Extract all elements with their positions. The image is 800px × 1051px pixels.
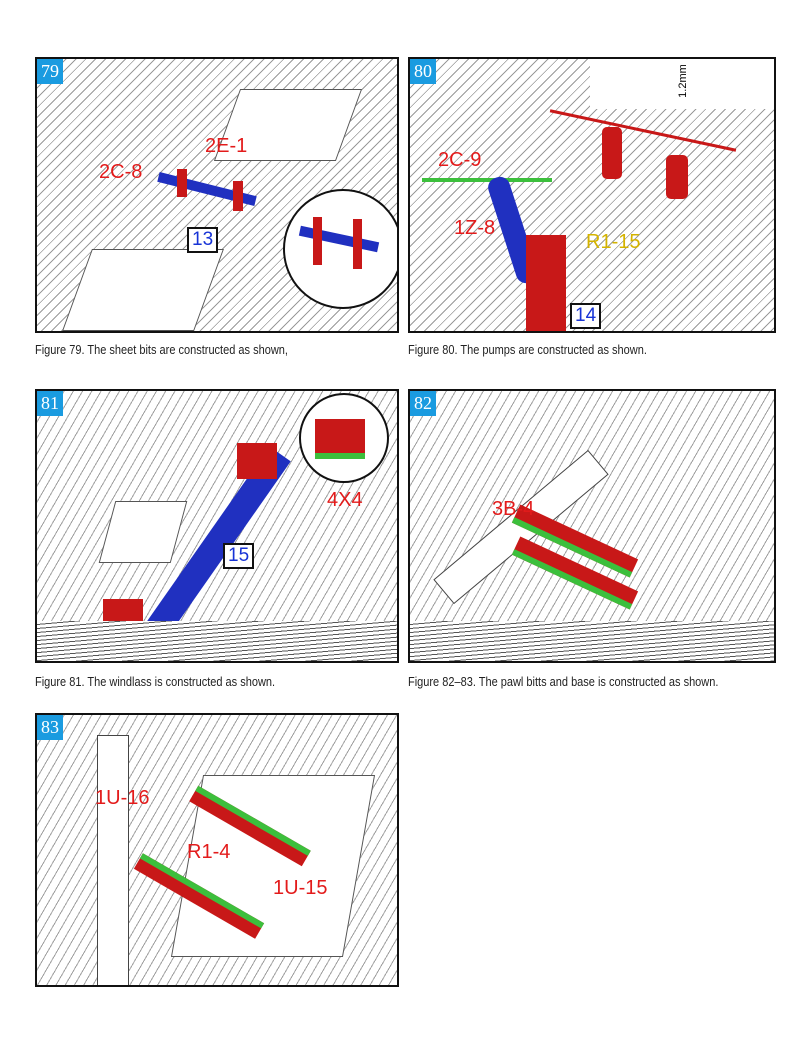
sheet-bit	[353, 219, 362, 269]
figure-80: 80 1.2mm 2C-9 1Z-8 R1-15 14	[408, 57, 776, 333]
dimension-label: 1.2mm	[676, 64, 689, 98]
part-number-box: 15	[223, 543, 255, 569]
figure-caption: Figure 80. The pumps are constructed as …	[408, 343, 647, 357]
pump-tube	[526, 235, 566, 331]
sheet-bit	[313, 217, 322, 265]
beam	[97, 735, 129, 985]
part-label: 2C-9	[438, 149, 482, 171]
part-label: 2C-8	[99, 161, 143, 183]
part-label: 2E-1	[205, 135, 248, 157]
pump	[666, 155, 688, 199]
part-label: 1U-15	[273, 877, 328, 899]
part-label: 4X4	[327, 489, 363, 511]
hatch-cover	[62, 249, 224, 331]
part-number-box: 14	[570, 303, 602, 329]
figure-caption: Figure 81. The windlass is constructed a…	[35, 675, 276, 689]
sheet-bit	[177, 169, 187, 197]
part-label: R1-4	[187, 841, 231, 863]
pump-handle	[549, 109, 737, 152]
pump-brake-green	[422, 178, 552, 182]
figure-79: 79 2E-1 2C-8 13	[35, 57, 399, 333]
windlass-bitt	[237, 443, 277, 479]
bitt-detail	[315, 419, 365, 459]
hull-side	[410, 621, 774, 661]
hull-side	[37, 621, 397, 661]
sheet-bit	[233, 181, 243, 211]
figure-caption: Figure 82–83. The pawl bitts and base is…	[408, 675, 719, 689]
part-number-box: 13	[187, 227, 219, 253]
figure-82: 82 3B-4	[408, 389, 776, 663]
part-label: 3B-4	[492, 498, 535, 520]
figure-number: 83	[37, 715, 63, 740]
part-label: 1Z-8	[454, 217, 496, 239]
figure-caption: Figure 79. The sheet bits are constructe…	[35, 343, 288, 357]
figure-number: 79	[37, 59, 63, 84]
figure-81: 81 4X4 15	[35, 389, 399, 663]
figure-83: 83 1U-16 R1-4 1U-15	[35, 713, 399, 987]
hatch-cover	[98, 501, 188, 563]
part-label: R1-15	[586, 231, 641, 253]
figure-number: 82	[410, 391, 436, 416]
dimension-detail	[590, 59, 774, 109]
part-label: 1U-16	[95, 787, 150, 809]
detail-inset	[283, 189, 397, 309]
figure-number: 80	[410, 59, 436, 84]
windlass-bitt	[103, 599, 143, 623]
pump	[602, 127, 622, 179]
figure-number: 81	[37, 391, 63, 416]
